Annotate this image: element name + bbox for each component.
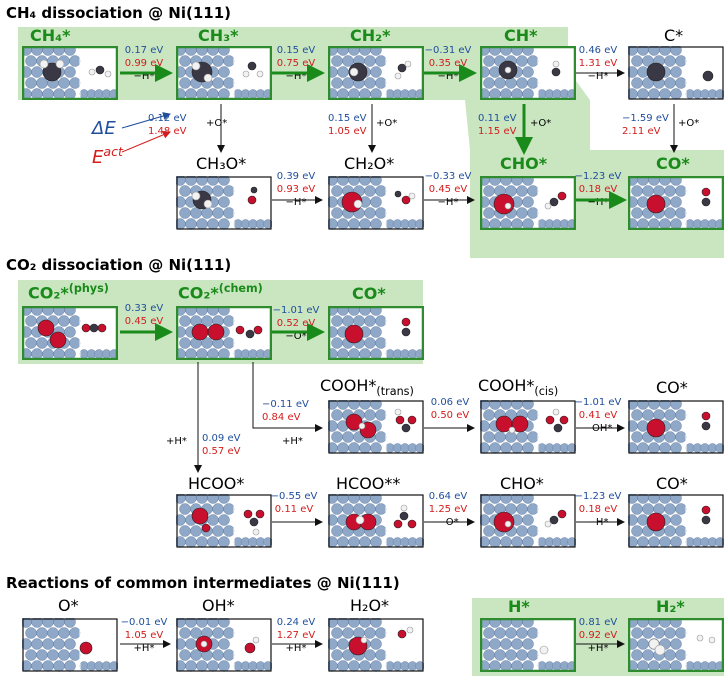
label-o: O* — [58, 596, 79, 615]
label-ch4: CH₄* — [30, 26, 71, 45]
label-h2o: H₂O* — [350, 596, 390, 615]
label-cho: CHO* — [500, 154, 548, 173]
panel-ch2 — [328, 46, 424, 100]
panel-co-c — [628, 494, 724, 548]
label-hcoo2: HCOO** — [336, 474, 401, 493]
panel-co2-phys — [22, 306, 118, 360]
label-h2: H₂* — [656, 597, 685, 616]
label-co: CO* — [656, 154, 690, 173]
panel-ch2o — [328, 176, 424, 230]
rc-r14: +H* — [282, 436, 303, 447]
panel-h2 — [628, 618, 724, 672]
panel-co-a — [328, 306, 424, 360]
rc-r17: +H* — [166, 436, 187, 447]
label-cooh-cis: COOH*(cis) — [478, 376, 559, 399]
legend-delta-e: ΔE — [92, 118, 116, 139]
label-ch3o: CH₃O* — [196, 154, 247, 173]
label-cho-b: CHO* — [500, 474, 544, 493]
label-co-c: CO* — [656, 474, 688, 493]
panel-cooh-cis — [480, 400, 576, 454]
label-ch3: CH₃* — [198, 26, 239, 45]
panel-cooh-trans — [328, 400, 424, 454]
label-hcoo: HCOO* — [188, 474, 245, 493]
panel-h2o — [328, 618, 424, 672]
label-ch: CH* — [504, 26, 538, 45]
panel-hcoo — [176, 494, 272, 548]
rc-r8: +O* — [678, 118, 700, 129]
label-co-a: CO* — [352, 284, 386, 303]
label-c: C* — [664, 26, 684, 45]
panel-cho-b — [480, 494, 576, 548]
label-co2-chem: CO₂*(chem) — [178, 282, 263, 303]
panel-co — [628, 176, 724, 230]
title-ch4: CH₄ dissociation @ Ni(111) — [6, 4, 232, 22]
panel-ch3 — [176, 46, 272, 100]
panel-cho — [480, 176, 576, 230]
panel-ch3o — [176, 176, 272, 230]
panel-co2-chem — [176, 306, 272, 360]
panel-h — [480, 618, 576, 672]
rc-r7: +O* — [530, 118, 552, 129]
label-cooh-trans: COOH*(trans) — [320, 376, 414, 399]
title-common: Reactions of common intermediates @ Ni(1… — [6, 574, 400, 592]
legend-e-act: Eact — [92, 144, 123, 168]
label-co-b: CO* — [656, 378, 688, 397]
panel-c — [628, 46, 724, 100]
panel-ch — [480, 46, 576, 100]
panel-co-b — [628, 400, 724, 454]
rc-r6: +O* — [376, 118, 398, 129]
label-oh: OH* — [202, 596, 235, 615]
rc-r5: +O* — [206, 118, 228, 129]
panel-o — [22, 618, 118, 672]
label-ch2o: CH₂O* — [344, 154, 395, 173]
panel-ch4 — [22, 46, 118, 100]
panel-oh — [176, 618, 272, 672]
title-co2: CO₂ dissociation @ Ni(111) — [6, 256, 232, 274]
label-h: H* — [508, 597, 530, 616]
label-ch2: CH₂* — [350, 26, 391, 45]
label-co2-phys: CO₂*(phys) — [28, 282, 109, 303]
panel-hcoo2 — [328, 494, 424, 548]
